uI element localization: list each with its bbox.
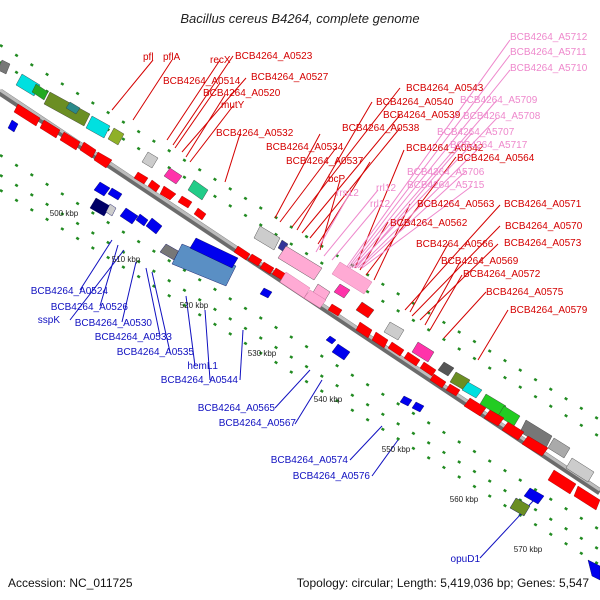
forward-features-outer <box>0 59 595 483</box>
forward-gene-label: BCB4264_A0542 <box>406 143 484 154</box>
forward-gene-label: recX <box>210 55 231 66</box>
forward-gene-label: BCB4264_A0537 <box>286 156 364 167</box>
forward-gene-label: pfl <box>143 52 154 63</box>
map-title: Bacillus cereus B4264, complete genome <box>180 11 419 26</box>
forward-gene-label: BCB4264_A0514 <box>163 76 241 87</box>
forward-gene-label: mutY <box>221 100 245 111</box>
scale-tick-label: 540 kbp <box>314 395 343 404</box>
genome-stats-text: Topology: circular; Length: 5,419,036 bp… <box>297 576 590 590</box>
reverse-gene-label: BCB4264_A0567 <box>219 418 297 429</box>
forward-gene-label: BCB4264_A0523 <box>235 51 313 62</box>
forward-gene-label: BCB4264_A0543 <box>406 83 484 94</box>
reverse-gene-label: BCB4264_A0526 <box>51 302 129 313</box>
rna-gene-label: BCB4264_A5710 <box>510 63 588 74</box>
rna-gene-label: rrl12 <box>370 199 390 210</box>
scale-tick-label: 560 kbp <box>450 495 479 504</box>
reverse-gene-label: BCB4264_A0524 <box>31 286 109 297</box>
reverse-features <box>7 119 600 581</box>
reverse-gene-label: BCB4264_A0576 <box>293 471 371 482</box>
scale-tick-label: 570 kbp <box>514 545 543 554</box>
scale-tick-label: 530 kbp <box>248 349 277 358</box>
forward-gene-label: BCB4264_A0562 <box>390 218 468 229</box>
rrna-block <box>331 261 373 295</box>
rna-gene-label: BCB4264_A5715 <box>407 180 485 191</box>
reverse-gene-label: BCB4264_A0535 <box>117 347 195 358</box>
forward-gene-label: pflA <box>163 52 181 63</box>
rna-gene-label: rrs12 <box>336 188 359 199</box>
forward-features-small <box>141 151 375 319</box>
scale-tick-label: 510 kbp <box>112 255 141 264</box>
reverse-gene-label: BCB4264_A0565 <box>198 403 276 414</box>
scale-tick-label: 500 kbp <box>50 209 79 218</box>
reverse-gene-label: BCB4264_A0533 <box>95 332 173 343</box>
forward-gene-label: BCB4264_A0520 <box>203 88 281 99</box>
reverse-gene-label: BCB4264_A0530 <box>75 318 153 329</box>
forward-gene-label: BCB4264_A0570 <box>505 221 583 232</box>
forward-gene-label: bcP <box>328 174 346 185</box>
forward-gene-label: BCB4264_A0532 <box>216 128 294 139</box>
forward-gene-label: BCB4264_A0563 <box>417 199 495 210</box>
scale-ticks: 500 kbp 510 kbp 520 kbp 530 kbp 540 kbp 550 k… <box>50 209 543 554</box>
reverse-gene-label: hemL1 <box>187 361 218 372</box>
forward-gene-label: BCB4264_A0527 <box>251 72 329 83</box>
rna-gene-label: BCB4264_A5717 <box>450 140 528 151</box>
rna-gene-label: BCB4264_A5708 <box>463 111 541 122</box>
reverse-gene-label: BCB4264_A0544 <box>161 375 239 386</box>
forward-gene-label: BCB4264_A0534 <box>266 142 344 153</box>
accession-text: Accession: NC_011725 <box>8 576 133 590</box>
forward-gene-label: BCB4264_A0571 <box>504 199 582 210</box>
forward-gene-label: BCB4264_A0538 <box>342 123 420 134</box>
forward-gene-label: BCB4264_A0569 <box>441 256 519 267</box>
scale-tick-label: 520 kbp <box>180 301 209 310</box>
reverse-gene-label: BCB4264_A0574 <box>271 455 349 466</box>
forward-cds-arrows <box>13 103 600 511</box>
forward-gene-label: BCB4264_A0579 <box>510 305 588 316</box>
reverse-gene-label: opuD1 <box>451 554 481 565</box>
rna-gene-label: BCB4264_A5709 <box>460 95 538 106</box>
forward-gene-label: BCB4264_A0575 <box>486 287 564 298</box>
scale-tick-label: 550 kbp <box>382 445 411 454</box>
forward-gene-label: BCB4264_A0572 <box>463 269 541 280</box>
label-leader-lines <box>69 39 535 559</box>
rna-gene-label: rrl12 <box>376 183 396 194</box>
rna-gene-label: BCB4264_A5711 <box>510 47 587 58</box>
forward-gene-label: BCB4264_A0540 <box>376 97 454 108</box>
forward-gene-label: BCB4264_A0564 <box>457 153 535 164</box>
reverse-gene-label: sspK <box>38 315 61 326</box>
rna-gene-label: BCB4264_A5712 <box>510 32 588 43</box>
rna-gene-label: BCB4264_A5707 <box>437 127 515 138</box>
forward-gene-label: BCB4264_A0539 <box>383 110 461 121</box>
forward-gene-label: BCB4264_A0566 <box>416 239 494 250</box>
rna-gene-label: BCB4264_A5706 <box>407 167 485 178</box>
rna-gene-labels: BCB4264_A5712BCB4264_A5711BCB4264_A5710B… <box>336 32 588 210</box>
forward-gene-label: BCB4264_A0573 <box>504 238 582 249</box>
